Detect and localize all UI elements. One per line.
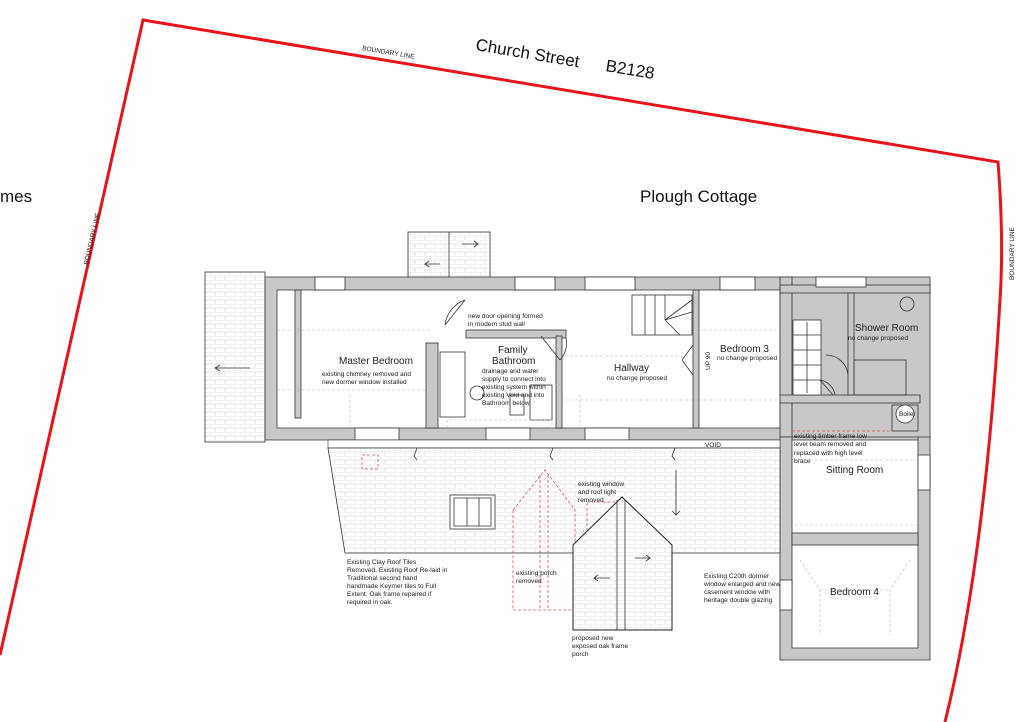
window-removed-note: existing window and roof light removed xyxy=(578,481,624,504)
master-bedroom-note-1: existing chimney removed and xyxy=(322,371,411,378)
boundary-label-left: BOUNDARY LINE xyxy=(83,212,102,266)
void-label: VOID xyxy=(705,442,721,449)
bathroom-note-1: drainage and water xyxy=(482,368,539,375)
bathroom-note-3: existing system within xyxy=(482,384,546,391)
sitting-room-note-1: existing timber frame low xyxy=(794,433,867,440)
new-porch-note: proposed new exposed oak frame porch xyxy=(572,635,628,658)
main-roof-slope xyxy=(327,447,781,554)
room-family-bathroom-2: Bathroom xyxy=(492,356,535,367)
roof-tiles-note: Existing Clay Roof Tiles Removed. Existi… xyxy=(347,559,448,606)
svg-text:removed: removed xyxy=(578,497,604,504)
svg-text:porch: porch xyxy=(572,651,589,658)
stair-up-label: UP 90 xyxy=(705,352,712,370)
hallway-note: no change proposed xyxy=(607,375,667,382)
bathroom-note-5: Bathroom below xyxy=(482,400,530,407)
svg-text:Existing C20th dormer: Existing C20th dormer xyxy=(704,573,770,580)
shower-room-note: no change proposed xyxy=(848,335,908,342)
svg-text:and roof light: and roof light xyxy=(578,489,616,496)
svg-text:existing window: existing window xyxy=(578,481,624,488)
dormer-note: Existing C20th dormer window enlarged an… xyxy=(703,573,780,604)
sitting-room-note-4: brace xyxy=(794,458,811,465)
svg-text:casement window with: casement window with xyxy=(704,589,770,596)
road-number: B2128 xyxy=(604,56,656,83)
svg-text:required in oak.: required in oak. xyxy=(347,599,393,606)
street-name: Church Street xyxy=(474,35,581,71)
master-bedroom-note-2: new dormer window installed xyxy=(322,379,407,386)
bathroom-note-4: existing Void and into xyxy=(482,392,545,399)
porch-removed-note: existing porch removed xyxy=(516,570,557,585)
svg-text:Removed. Existing Roof Re-laid: Removed. Existing Roof Re-laid in xyxy=(347,567,448,574)
room-bedroom-4: Bedroom 4 xyxy=(830,587,879,598)
svg-text:window enlarged and new: window enlarged and new xyxy=(703,581,780,588)
room-master-bedroom: Master Bedroom xyxy=(339,356,413,367)
new-door-note-2: in modern stud wall xyxy=(468,321,525,328)
svg-text:removed: removed xyxy=(516,578,542,585)
room-shower-room: Shower Room xyxy=(855,323,918,334)
boundary-label-right: BOUNDARY LINE xyxy=(1009,226,1016,280)
svg-text:proposed new: proposed new xyxy=(572,635,614,642)
room-hallway: Hallway xyxy=(614,363,649,374)
sitting-room-note-2: level beam removed and xyxy=(794,441,867,448)
property-name: Plough Cottage xyxy=(640,187,757,206)
left-roof-slope xyxy=(204,271,266,443)
boiler-label: Boiler xyxy=(899,411,916,418)
svg-text:heritage double glazing: heritage double glazing xyxy=(704,597,773,604)
svg-text:Existing Clay Roof Tiles: Existing Clay Roof Tiles xyxy=(347,559,417,566)
neighbour-label: mes xyxy=(0,187,32,206)
svg-text:Extent. Oak frame repaired if: Extent. Oak frame repaired if xyxy=(347,591,431,598)
new-door-note-1: new door opening formed xyxy=(468,313,543,320)
bedroom3-note: no change proposed xyxy=(717,355,777,362)
svg-text:Traditional second hand: Traditional second hand xyxy=(347,575,417,582)
proposed-porch xyxy=(572,496,673,631)
room-family-bathroom: Family xyxy=(498,345,527,356)
sitting-room-note-3: replaced with high level xyxy=(794,450,863,457)
bathroom-note-2: supply to connect into xyxy=(482,376,546,383)
roof-light xyxy=(449,494,496,530)
svg-text:exposed oak frame: exposed oak frame xyxy=(572,643,628,650)
room-bedroom-3: Bedroom 3 xyxy=(720,344,769,355)
site-boundary-line xyxy=(0,18,1004,722)
room-sitting-room: Sitting Room xyxy=(826,465,883,476)
staircase xyxy=(631,294,822,396)
svg-text:existing porch: existing porch xyxy=(516,570,557,577)
svg-text:handmade Keymer tiles to Full: handmade Keymer tiles to Full xyxy=(347,583,437,590)
